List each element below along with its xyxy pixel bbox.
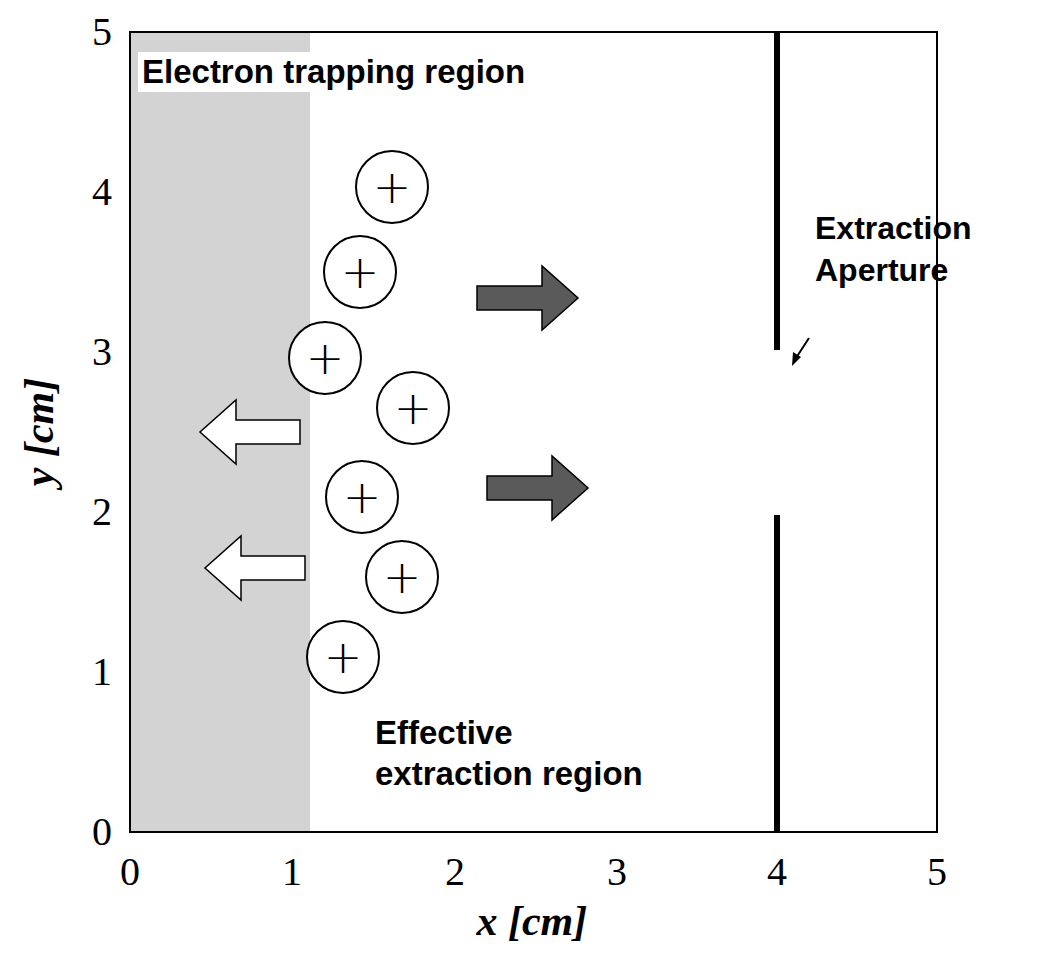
electron-arrow [205, 536, 305, 600]
tick-label: 1 [282, 852, 302, 892]
ion-sign: + [383, 554, 422, 600]
ion-sign: + [341, 249, 380, 295]
ion-arrow [487, 456, 588, 520]
tick-label: 0 [92, 812, 112, 852]
axis-title: y [cm] [19, 378, 61, 486]
tick-label: 2 [92, 492, 112, 532]
ion-circle: + [355, 150, 429, 224]
tick-label: 4 [767, 852, 787, 892]
leader-head [792, 352, 801, 366]
tick-label: 4 [92, 172, 112, 212]
ion-circle: + [325, 460, 399, 534]
ion-sign: + [343, 474, 382, 520]
tick-label: 5 [92, 12, 112, 52]
ion-circle: + [323, 235, 397, 309]
ion-circle: + [376, 371, 450, 445]
region-label: Effective extraction region [375, 712, 675, 795]
axis-title: x [cm] [476, 900, 587, 942]
aperture-wall [774, 515, 780, 832]
tick-label: 5 [927, 852, 947, 892]
electron-arrow [200, 400, 300, 464]
ion-circle: + [288, 321, 362, 395]
tick-label: 1 [92, 652, 112, 692]
tick-label: 2 [445, 852, 465, 892]
leader-line [796, 338, 809, 358]
tick-label: 0 [120, 852, 140, 892]
ion-sign: + [373, 164, 412, 210]
ion-sign: + [306, 335, 345, 381]
tick-label: 3 [607, 852, 627, 892]
trapping-band [130, 32, 310, 832]
region-label: Electron trapping region [138, 52, 529, 92]
tick-label: 3 [92, 332, 112, 372]
ion-circle: + [365, 540, 439, 614]
ion-circle: + [306, 620, 380, 694]
ion-sign: + [324, 634, 363, 680]
aperture-label: Extraction Aperture [815, 208, 1020, 291]
plot-frame [130, 32, 937, 832]
aperture-wall [774, 32, 780, 350]
ion-arrow [477, 266, 578, 330]
ion-sign: + [394, 385, 433, 431]
